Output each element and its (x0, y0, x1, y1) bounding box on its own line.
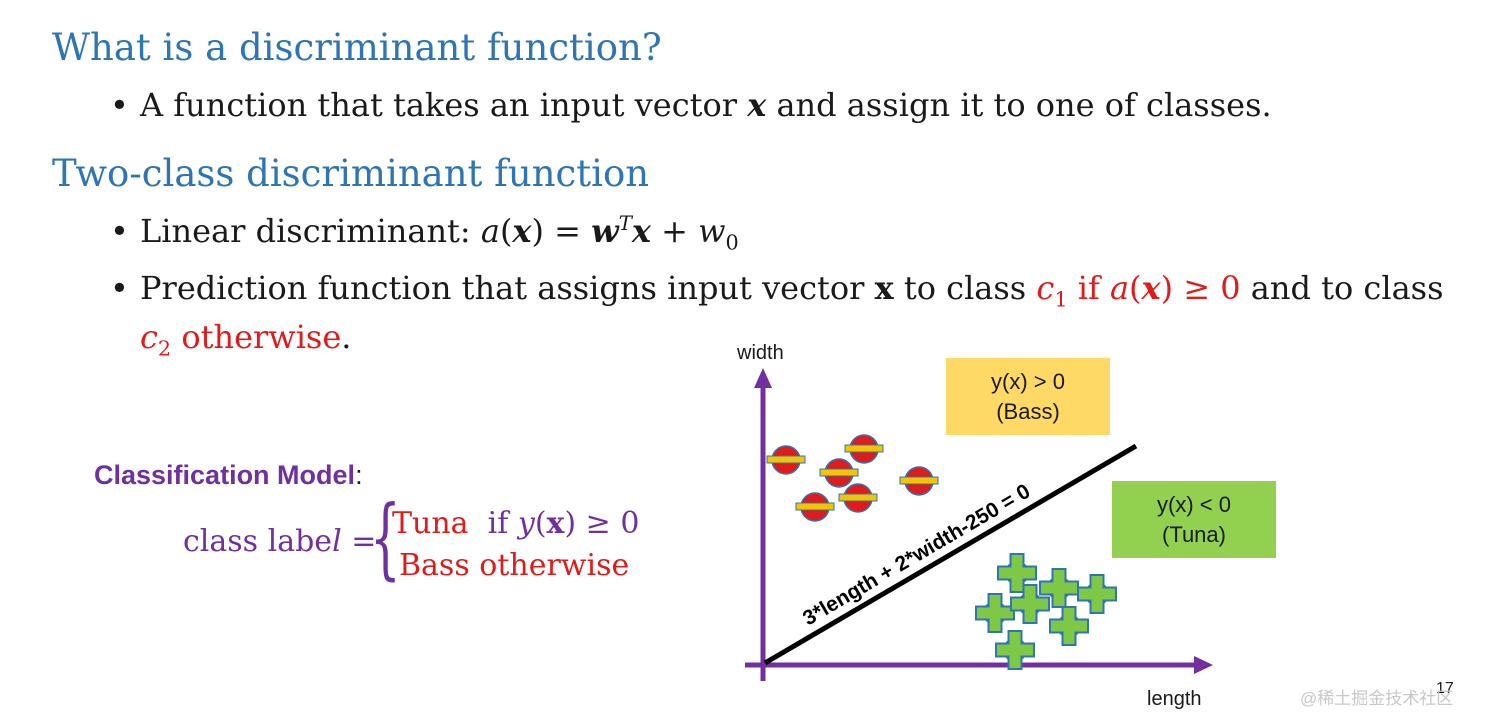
bullet-definition-post: and assign it to one of classes. (766, 86, 1272, 124)
class-c1: c (1036, 269, 1055, 307)
tuna-points (975, 553, 1117, 670)
cond-x: x (1141, 269, 1161, 307)
case-tuna-y: y (517, 506, 535, 541)
bass-point (899, 466, 939, 496)
tuna-point (1077, 574, 1117, 614)
prediction-post: and to class (1240, 269, 1444, 307)
class-c2-sub: 2 (157, 336, 172, 361)
bass-point (838, 483, 878, 513)
bass-point (844, 434, 884, 464)
prediction-mid: to class (893, 269, 1037, 307)
tuna-point (975, 593, 1015, 633)
cond-if: if (1067, 269, 1110, 307)
var-x: x (747, 86, 767, 124)
y-axis-arrow-icon (754, 368, 772, 388)
tuna-point (995, 630, 1035, 670)
math-w0-sub: 0 (725, 230, 739, 255)
case-tuna: Tuna if y(x) ≥ 0 (392, 506, 639, 541)
cond-a: a (1109, 269, 1130, 307)
cond-open: ( (1129, 269, 1142, 307)
bullet-prediction: • Prediction function that assigns input … (110, 269, 1444, 311)
case-tuna-if: if (487, 506, 518, 541)
case-tuna-close: ) ≥ 0 (564, 506, 640, 541)
prediction-x: x (874, 269, 894, 307)
bass-point (795, 492, 835, 522)
bullet-prediction-cont: c2 otherwise. (140, 318, 351, 360)
bass-point (819, 458, 859, 488)
bullet-definition-pre: A function that takes an input vector (140, 86, 748, 124)
y-axis-label: width (736, 342, 784, 364)
bullet-dot: • (110, 86, 129, 124)
case-tuna-open: ( (534, 506, 547, 541)
bass-region-box: y(x) > 0 (Bass) (946, 358, 1110, 435)
tuna-region-box: y(x) < 0 (Tuna) (1112, 481, 1276, 558)
watermark: @稀土掘金技术社区 (1300, 689, 1454, 708)
heading-discriminant-function: What is a discriminant function? (52, 26, 662, 69)
x-axis-arrow-icon (1194, 656, 1213, 674)
bullet-linear-discriminant: •Linear discriminant: a(x) = wTx + w0 (110, 212, 739, 254)
period: . (341, 318, 352, 356)
case-bass-text: Bass otherwise (399, 548, 630, 583)
case-tuna-label: Tuna (392, 506, 469, 541)
page-number: 17 (1436, 680, 1454, 697)
model-title-text: Classification Model (94, 460, 356, 490)
otherwise-text: otherwise (171, 318, 342, 356)
tuna-box-condition: y(x) < 0 (1157, 491, 1231, 517)
model-colon: : (355, 460, 363, 490)
class-label-lhs: class label = (183, 524, 376, 559)
prediction-pre: Prediction function that assigns input v… (140, 269, 875, 307)
decision-boundary-line (763, 443, 1138, 666)
lhs-l: l (332, 524, 342, 559)
tuna-box-label: (Tuna) (1162, 521, 1226, 547)
bullet-dot: • (110, 212, 129, 250)
case-bass: Bass otherwise (399, 548, 629, 583)
math-eq: = (543, 212, 592, 250)
class-c1-sub: 1 (1054, 287, 1068, 312)
tuna-point (1010, 584, 1050, 624)
math-a: a (480, 212, 500, 250)
class-c2: c (140, 318, 158, 356)
math-paren-close: ) (531, 212, 544, 250)
math-x: x (512, 212, 532, 250)
bass-box-condition: y(x) > 0 (991, 368, 1065, 394)
lhs-text: class labe (183, 524, 333, 559)
math-transpose: T (618, 212, 632, 236)
bass-box-label: (Bass) (996, 398, 1060, 424)
x-axis-label: length (1147, 688, 1202, 710)
lhs-eq: = (341, 524, 377, 559)
math-paren-open: ( (499, 212, 513, 250)
math-x2: x (631, 212, 651, 250)
cond-close: ) ≥ 0 (1160, 269, 1241, 307)
heading-two-class: Two-class discriminant function (52, 152, 650, 195)
linear-label: Linear discriminant: (140, 212, 481, 250)
classification-model-title: Classification Model: (94, 460, 363, 491)
bullet-definition: • A function that takes an input vector x… (110, 86, 1272, 124)
math-plus: + (651, 212, 699, 250)
bullet-dot: • (110, 269, 129, 307)
cases-brace: { (370, 486, 401, 589)
tuna-point (1049, 606, 1089, 646)
math-w: w (591, 212, 619, 250)
math-w0: w (698, 212, 726, 250)
bass-point (766, 445, 806, 475)
case-tuna-x: x (546, 506, 565, 541)
